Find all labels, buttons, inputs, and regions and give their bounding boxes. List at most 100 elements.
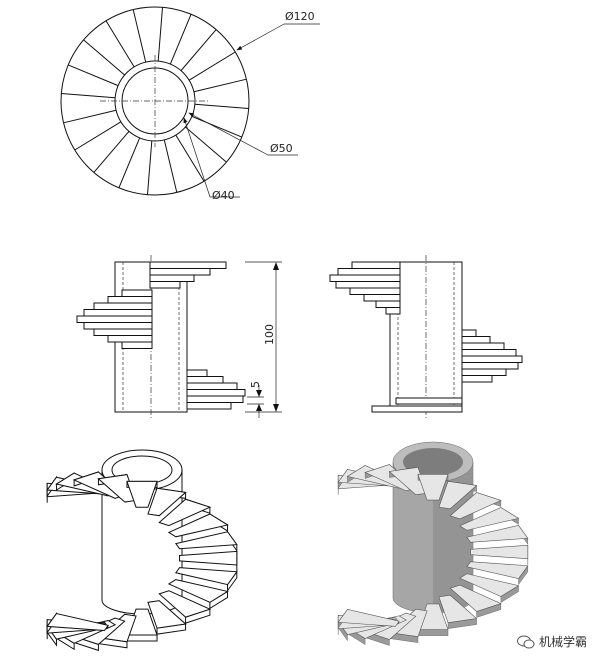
label-step-height: 5 xyxy=(249,381,262,388)
elevation-step xyxy=(375,300,401,308)
top-view-step-edge xyxy=(157,7,164,62)
elevation-step xyxy=(395,397,463,405)
stair-step-tread xyxy=(417,474,449,501)
top-view-step-edge xyxy=(163,139,178,193)
stair-step-tread xyxy=(470,544,529,560)
top-view-step-edge xyxy=(83,39,125,76)
top-view xyxy=(60,6,250,196)
dimension-middle-diameter: Ø50 xyxy=(188,112,298,156)
top-view-step-edge xyxy=(105,20,135,68)
elevation-step xyxy=(186,382,238,390)
isometric-shaded-model xyxy=(337,441,529,646)
elevation-step xyxy=(83,322,153,330)
elevation-step xyxy=(461,329,477,337)
stair-step-tread xyxy=(147,600,187,629)
elevation-step xyxy=(335,281,401,289)
top-view-step-edge xyxy=(193,78,247,93)
top-view-step-edge xyxy=(93,131,130,173)
elevation-step xyxy=(186,376,224,384)
stair-step-tread xyxy=(126,480,158,508)
label-height: 100 xyxy=(263,324,276,345)
stair-step-side xyxy=(126,634,158,642)
stair-step-tread xyxy=(459,507,520,531)
top-view-step-edge xyxy=(74,121,122,151)
top-view-step-edge xyxy=(194,103,249,110)
top-view-step-edge xyxy=(63,109,117,124)
label-inner-diameter: Ø40 xyxy=(212,189,235,202)
stair-step-tread xyxy=(449,492,502,520)
stair-step-tread xyxy=(46,613,109,632)
elevation-step xyxy=(93,328,153,336)
elevation-step xyxy=(76,315,153,323)
stair-step-tread xyxy=(179,550,238,566)
top-view-step-edge xyxy=(185,126,227,163)
stair-step-tread xyxy=(438,594,478,624)
dimension-outer-diameter: Ø120 xyxy=(236,10,320,51)
top-view-step-edge xyxy=(188,51,236,81)
stair-step-tread xyxy=(466,525,529,543)
elevation-step xyxy=(186,395,244,403)
front-view xyxy=(76,255,246,420)
stair-step-tread xyxy=(158,590,212,618)
top-view-step-edge xyxy=(118,137,141,188)
top-view-step-edge xyxy=(175,134,205,182)
elevation-step xyxy=(107,335,153,343)
elevation-step xyxy=(83,309,153,317)
elevation-step xyxy=(363,294,401,302)
top-view-step-edge xyxy=(61,92,116,99)
elevation-step xyxy=(149,281,181,289)
elevation-step xyxy=(186,369,208,377)
elevation-step xyxy=(461,362,519,370)
top-view-step-edge xyxy=(146,140,153,195)
label-middle-diameter: Ø50 xyxy=(270,142,293,155)
elevation-step xyxy=(121,341,153,349)
stair-step-tread xyxy=(449,584,502,612)
stair-step-tread xyxy=(175,567,238,586)
stair-step-tread xyxy=(147,487,187,517)
stair-step-tread xyxy=(175,531,238,550)
elevation-step xyxy=(385,307,401,315)
stair-step-tread xyxy=(167,513,229,538)
elevation-step xyxy=(93,302,153,310)
elevation-step xyxy=(186,389,246,397)
stair-step-tread xyxy=(466,561,529,579)
isometric-line-drawing xyxy=(46,449,238,652)
top-view-step-edge xyxy=(169,14,192,65)
top-view-step-edge xyxy=(68,64,119,87)
elevation-step xyxy=(149,261,227,269)
elevation-step xyxy=(121,289,153,297)
elevation-step xyxy=(461,342,505,350)
elevation-step xyxy=(149,274,195,282)
side-view xyxy=(329,255,523,420)
top-view-step-edge xyxy=(132,9,147,63)
wechat-icon xyxy=(516,635,535,648)
elevation-step xyxy=(329,274,401,282)
elevation-step xyxy=(337,268,401,276)
elevation-step xyxy=(186,402,232,410)
elevation-step xyxy=(107,296,153,304)
stair-step-side xyxy=(417,629,449,636)
dimension-inner-diameter: Ø40 xyxy=(183,117,240,202)
elevation-step xyxy=(461,375,493,383)
dimension-step-height: 5 xyxy=(247,381,264,418)
elevation-step xyxy=(461,355,523,363)
elevation-step xyxy=(461,349,517,357)
elevation-step xyxy=(461,368,507,376)
dimension-height: 100 xyxy=(245,261,282,413)
elevation-step xyxy=(351,261,401,269)
stair-step-tread xyxy=(459,573,520,597)
watermark-text: 机械学霸 xyxy=(538,635,587,649)
stair-step-tread xyxy=(337,609,400,627)
elevation-step xyxy=(349,287,401,295)
stair-step-tread xyxy=(167,579,229,603)
top-view-step-edge xyxy=(180,29,217,71)
stair-step-tread xyxy=(438,480,478,510)
top-view-step-edge xyxy=(191,115,242,138)
watermark: 机械学霸 xyxy=(516,633,587,650)
elevation-step xyxy=(149,268,211,276)
elevation-step xyxy=(371,405,463,413)
elevation-step xyxy=(461,336,491,344)
stair-step-tread xyxy=(158,498,212,527)
label-outer-diameter: Ø120 xyxy=(285,10,315,23)
